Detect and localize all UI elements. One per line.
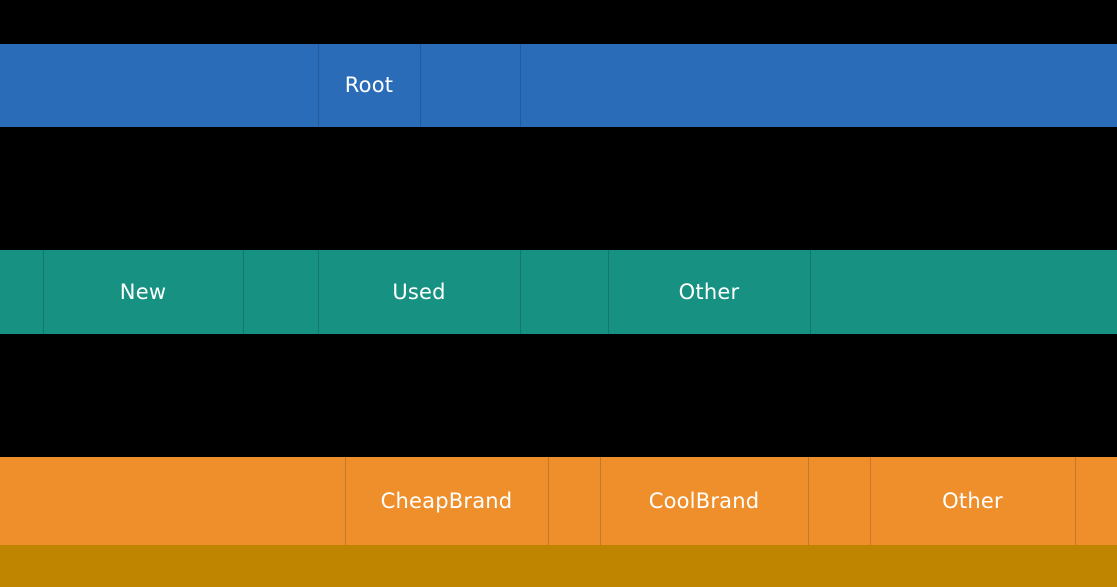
icicle-node-label: New [119,279,167,304]
icicle-node-cheapbrand[interactable]: CheapBrand [345,457,548,545]
icicle-node-divider [870,457,871,545]
icicle-node-label: Used [392,279,446,304]
icicle-level-condition-level: New Used Other [0,250,1117,334]
icicle-node-divider [520,250,521,334]
icicle-node-divider [520,44,521,127]
icicle-level-root-level: Root [0,44,1117,127]
icicle-node-label: Other [678,279,740,304]
icicle-node-segment[interactable] [810,250,1117,334]
icicle-node-segment[interactable] [548,457,600,545]
icicle-node-divider [43,250,44,334]
icicle-node-segment[interactable] [243,250,318,334]
icicle-node-divider [318,250,319,334]
icicle-node-divider [1075,457,1076,545]
icicle-node-label: CheapBrand [380,488,513,513]
icicle-node-label: CoolBrand [648,488,760,513]
icicle-node-divider [548,457,549,545]
icicle-node-label: Other [942,488,1003,513]
icicle-node-new[interactable]: New [43,250,243,334]
icicle-node-divider [345,457,346,545]
icicle-node-used[interactable]: Used [318,250,520,334]
icicle-node-segment[interactable] [0,250,43,334]
icicle-node-divider [808,457,809,545]
icicle-node-divider [608,250,609,334]
icicle-node-segment[interactable] [520,44,1117,127]
icicle-node-segment[interactable] [520,250,608,334]
icicle-node-divider [600,457,601,545]
icicle-node-divider [318,44,319,127]
icicle-node-segment[interactable] [420,44,520,127]
icicle-node-root[interactable]: Root [318,44,420,127]
icicle-node-segment[interactable] [808,457,870,545]
icicle-node-segment[interactable] [1075,457,1117,545]
icicle-level-leaf-level [0,545,1117,587]
icicle-node-segment[interactable] [0,44,318,127]
icicle-node-divider [420,44,421,127]
icicle-node-divider [243,250,244,334]
icicle-level-brand-level: CheapBrand CoolBrand Other [0,457,1117,545]
icicle-node-coolbrand[interactable]: CoolBrand [600,457,808,545]
icicle-node-other[interactable]: Other [870,457,1075,545]
icicle-node-divider [810,250,811,334]
icicle-node-label: Root [344,73,394,97]
icicle-node-segment[interactable] [0,545,1117,587]
icicle-node-segment[interactable] [0,457,345,545]
icicle-node-other[interactable]: Other [608,250,810,334]
